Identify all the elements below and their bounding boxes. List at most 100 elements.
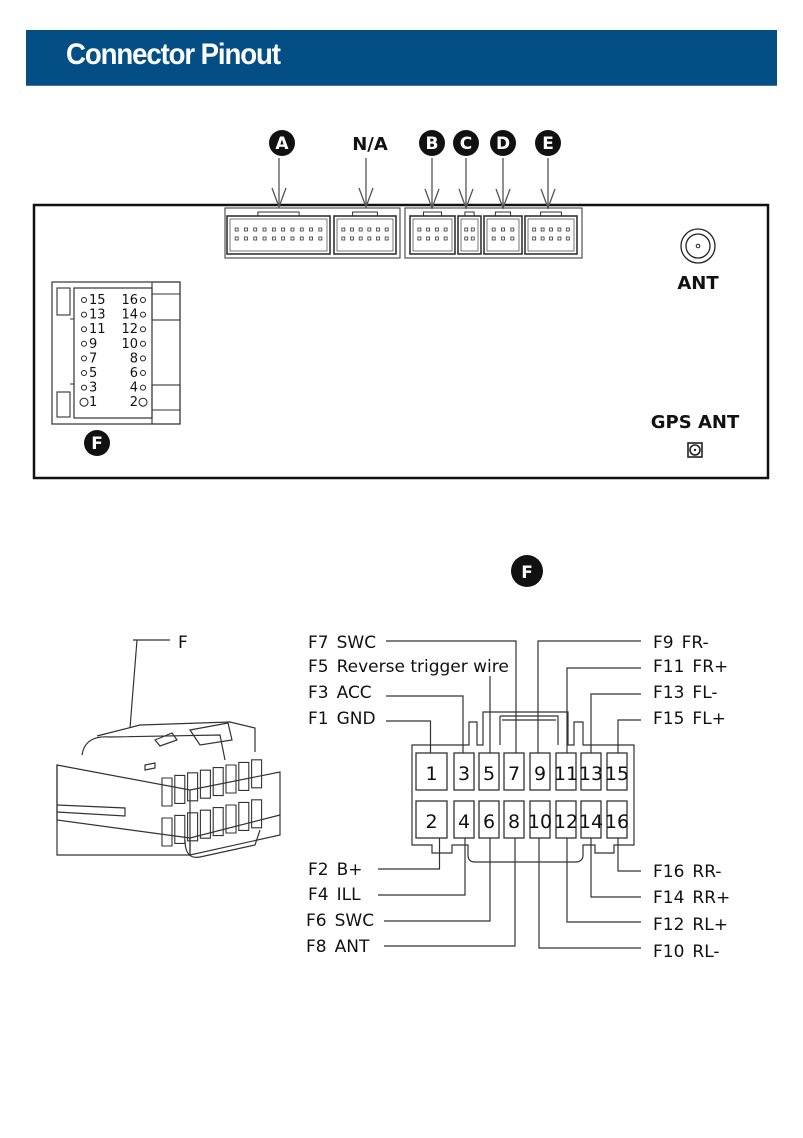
connector-A-pin [234,236,239,241]
socket-pin-label: 16 [121,293,138,308]
leader-line [590,838,641,898]
badge-A-text: A [275,134,289,154]
socket-pin-dot [140,297,146,303]
connector-NA-pin [376,227,380,232]
pin-box-1 [415,752,448,791]
pin-face-housing [411,711,635,863]
connector-NA-pin [350,236,354,241]
pin-number: 8 [508,811,520,833]
connector-E-pin [532,236,537,241]
socket-pin-dot [81,297,87,303]
connector-C-pin [470,227,475,232]
pin-box-5 [478,752,500,791]
badge-D-text: D [496,134,510,154]
connector-NA-pin [358,236,363,241]
socket-pin-dot [79,397,89,407]
connector-E-pin [540,227,545,232]
socket-pin-label: 3 [89,381,97,396]
plug-cell [174,774,186,804]
leader-line [378,838,441,870]
arrow-A [271,158,287,209]
connector-A-pin [262,227,267,232]
label-na: N/A [352,134,388,155]
arrow-D [495,158,511,210]
connector-B-pin [417,236,422,241]
connector-C-pin [464,227,469,232]
section-header: Connector Pinout [26,30,777,86]
plug-cell [212,767,224,797]
connector-A-pin [253,236,258,241]
connector-D-pin [491,236,496,241]
socket-pin-label: 8 [130,351,138,366]
plug-f-label: F [178,633,188,653]
connector-B-pin [434,236,439,241]
arrow-E [540,158,556,210]
badge-C-text: C [460,134,472,154]
pin-box-10 [529,800,551,839]
pin-number: 15 [605,763,629,785]
pin-box-16 [606,800,628,839]
connector-NA-pin [367,236,372,241]
connector-A-pin [318,227,323,232]
pin-number: 1 [425,763,437,785]
connector-A-pin [299,236,304,241]
connector-B-pin [443,227,448,232]
pin-number: 5 [483,763,495,785]
connector-A-pin [290,236,295,241]
connector-A [226,211,331,255]
connector-group-left [224,207,401,259]
connector-A-pin [253,227,258,232]
connector-C-pin [470,236,475,241]
pin-box-12 [555,800,577,839]
badge-F-text: F [91,434,103,454]
socket-pin-dot [140,326,146,333]
pin-box-11 [555,752,577,791]
socket-pin-label: 10 [121,337,138,352]
connector-B-pin [434,227,439,232]
pin-box-8 [503,800,525,839]
socket-pin-label: 9 [89,337,97,352]
plug-f-illustration [56,639,281,858]
connector-NA-pin [350,227,354,232]
connector-NA-pin [384,227,389,232]
pin-box-2 [415,800,448,839]
leader-line [386,720,432,753]
arrow-B [424,158,440,210]
leader-line [384,838,491,922]
pin-box-4 [453,800,475,839]
pin-number: 2 [425,811,437,833]
connector-B [409,211,456,255]
arrow-C [458,158,474,210]
connector-A-pin [309,227,313,232]
connector-C [457,211,482,255]
socket-pin-label: 6 [130,366,138,381]
plug-cells [161,759,263,847]
connector-E [524,211,578,255]
connector-NA-pin [341,227,346,232]
leader-line [538,838,641,949]
plug-cell [187,812,199,842]
pin-number: 12 [554,811,578,833]
badge-C: C [453,130,479,156]
head-unit-outline [32,203,770,480]
connector-D-pin [510,227,515,232]
connector-D-pin [501,236,505,241]
leader-line [386,695,464,753]
connector-E-pin [557,227,562,232]
connector-NA-pin [341,236,346,241]
